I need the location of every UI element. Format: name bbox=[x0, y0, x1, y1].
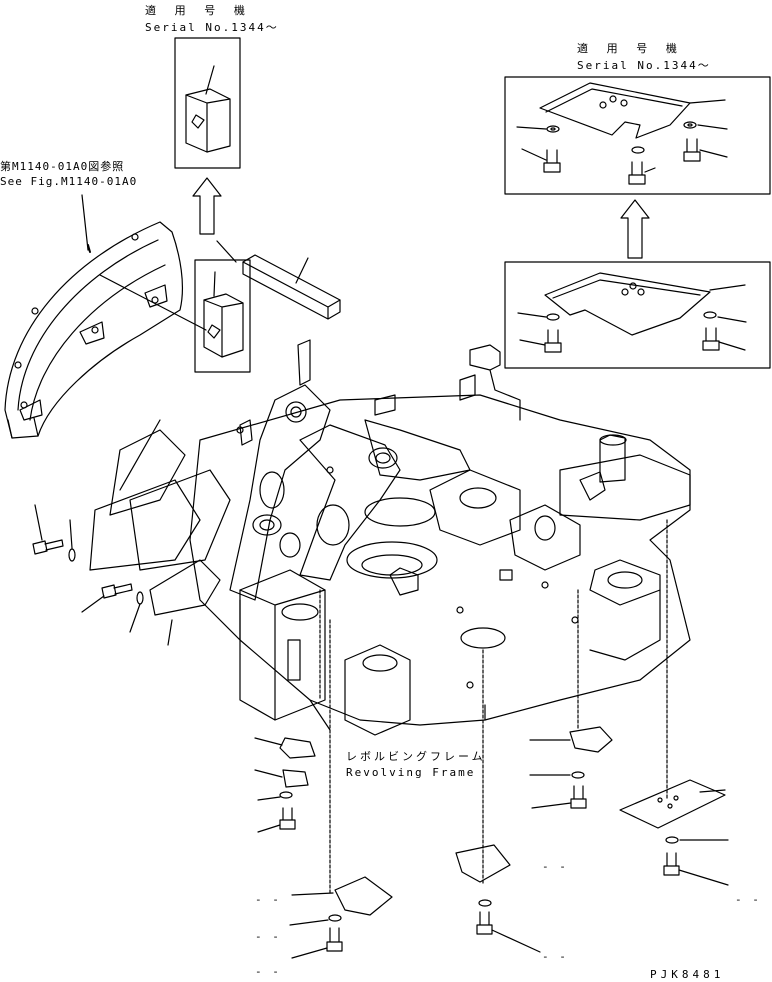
inset-block-new bbox=[175, 38, 240, 168]
serial-label-right: Serial No.1344～ bbox=[577, 59, 711, 72]
weight-bar bbox=[243, 255, 340, 319]
arrow-up-right bbox=[621, 200, 649, 258]
fender-part bbox=[5, 195, 206, 438]
inset-plate-new bbox=[505, 77, 770, 194]
inset-plate-old bbox=[505, 262, 770, 368]
dash-label: - - bbox=[542, 950, 568, 963]
bottom-parts bbox=[255, 727, 728, 958]
fig-reference-jp: 第M1140-01A0図参照 bbox=[0, 160, 125, 173]
inset-block-old bbox=[195, 241, 250, 372]
frame-label-jp: レボルビングフレーム bbox=[346, 750, 486, 763]
drawing-code: PJK8481 bbox=[650, 968, 725, 981]
revolving-frame bbox=[90, 340, 690, 895]
dash-label: - - bbox=[255, 930, 281, 943]
applicability-label-top: 適 用 号 機 bbox=[145, 4, 251, 17]
dash-label: - - bbox=[735, 893, 761, 906]
arrow-up-top bbox=[193, 178, 221, 234]
bolt-group-left bbox=[33, 505, 172, 645]
applicability-label-right: 適 用 号 機 bbox=[577, 42, 683, 55]
fig-reference-en: See Fig.M1140-01A0 bbox=[0, 175, 138, 188]
dash-label: - - bbox=[255, 965, 281, 978]
dash-label: - - bbox=[542, 860, 568, 873]
dash-label: - - bbox=[255, 893, 281, 906]
serial-label-top: Serial No.1344～ bbox=[145, 21, 279, 34]
frame-label-en: Revolving Frame bbox=[346, 766, 476, 779]
